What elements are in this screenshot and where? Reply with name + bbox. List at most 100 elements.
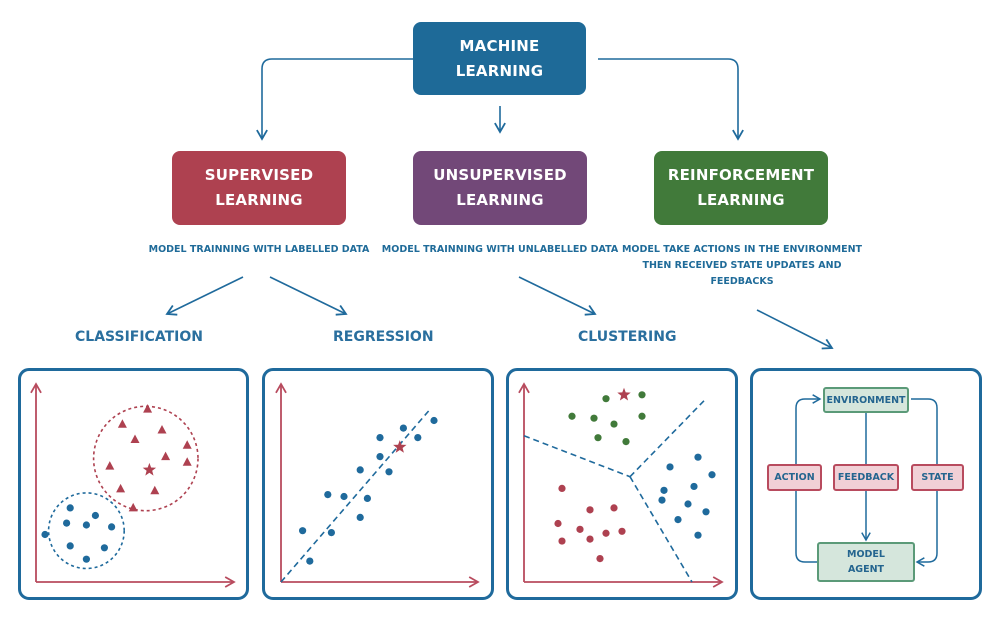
environment-box: ENVIRONMENT: [823, 387, 909, 413]
arrow-to-reinforcement-panel: [756, 309, 834, 350]
cluster-red-point: [558, 537, 566, 545]
arrow-to-clustering: [518, 276, 597, 316]
class-a-point: [100, 544, 108, 552]
samples-point: [340, 492, 348, 501]
cluster-red-point: [576, 525, 584, 533]
supervised-learning-box: SUPERVISED LEARNING: [172, 151, 346, 225]
samples-point: [399, 424, 407, 432]
class-a-point: [82, 555, 90, 563]
cluster-green-point: [610, 420, 618, 428]
class-b-point: [116, 483, 126, 493]
cluster-red-point: [558, 484, 566, 492]
samples-point: [363, 494, 371, 502]
cluster-red-point: [618, 527, 626, 535]
reinforcement-description: MODEL TAKE ACTIONS IN THE ENVIRONMENT TH…: [620, 242, 864, 290]
state-box: STATE: [911, 464, 964, 491]
arrow-to-regression: [269, 276, 348, 316]
cluster-blue-point: [694, 453, 702, 461]
reinforcement-title-line1: REINFORCEMENT: [667, 166, 815, 184]
model-agent-box: MODEL AGENT: [817, 542, 915, 582]
samples-point: [356, 466, 364, 474]
cluster-blue-point: [666, 463, 674, 471]
cluster-blue-point: [684, 500, 692, 508]
class-b-point: [130, 434, 140, 443]
cluster-red-point: [602, 529, 610, 537]
class-a-point: [82, 521, 90, 529]
arrow-to-supervised: [256, 58, 413, 141]
classification-panel: [18, 368, 249, 600]
samples-point: [327, 529, 335, 537]
class-a-point: [66, 504, 74, 512]
cluster-green-point: [638, 412, 646, 420]
class-b-point: [128, 502, 138, 512]
cluster-green-point: [590, 414, 598, 422]
cluster-red-point: [596, 555, 604, 563]
unsupervised-description: MODEL TRAINNING WITH UNLABELLED DATA: [381, 244, 619, 255]
reinforcement-description-line3: FEEDBACKS: [710, 276, 774, 287]
class-a-point: [63, 519, 71, 527]
cluster-red-point: [554, 519, 562, 528]
prediction-star: [393, 440, 407, 453]
machine-learning-box: MACHINE LEARNING: [413, 22, 586, 95]
regression-label: REGRESSION: [333, 329, 434, 345]
cluster-red-point: [610, 504, 618, 512]
samples-point: [299, 527, 307, 535]
arrow-to-reinforcement: [598, 58, 744, 141]
query-star: [142, 462, 157, 476]
supervised-description: MODEL TRAINNING WITH LABELLED DATA: [148, 244, 370, 255]
cluster-red-point: [586, 535, 594, 543]
cluster-blue-point: [674, 516, 682, 524]
class-b-point: [182, 457, 192, 466]
class-b-point: [161, 451, 171, 461]
reinforcement-description-line2: THEN RECEIVED STATE UPDATES AND: [642, 260, 842, 271]
reinforcement-learning-box: REINFORCEMENT LEARNING: [654, 151, 828, 225]
class-a-point: [91, 511, 99, 520]
reinforcement-description-line1: MODEL TAKE ACTIONS IN THE ENVIRONMENT: [621, 244, 863, 255]
regression-line: [280, 410, 430, 583]
cluster-blue-point: [660, 486, 668, 494]
action-box: ACTION: [767, 464, 822, 491]
cluster-green-point: [594, 434, 602, 442]
class-b-point: [182, 440, 192, 449]
centroid-star: [617, 387, 631, 401]
class-a-boundary: [47, 492, 126, 570]
feedback-box: FEEDBACK: [833, 464, 899, 491]
classification-label: CLASSIFICATION: [75, 329, 203, 345]
unsupervised-learning-box: UNSUPERVISED LEARNING: [413, 151, 587, 225]
class-a-point: [41, 530, 49, 539]
agent-line2: AGENT: [847, 564, 885, 575]
regression-panel: [262, 368, 494, 600]
cluster-blue-point: [658, 496, 666, 504]
cluster-blue-point: [708, 471, 716, 479]
cluster-green-point: [638, 391, 646, 399]
supervised-title-line1: SUPERVISED: [204, 166, 314, 184]
root-title-line2: LEARNING: [455, 61, 544, 80]
samples-point: [430, 416, 438, 425]
cluster-red-point: [586, 506, 594, 514]
class-b-point: [157, 425, 167, 434]
supervised-title-line2: LEARNING: [215, 191, 303, 209]
reinforcement-title-line2: LEARNING: [697, 191, 785, 209]
cluster-green-point: [602, 395, 610, 403]
root-title-line1: MACHINE: [459, 36, 540, 55]
cluster-boundary: [629, 398, 707, 478]
samples-point: [306, 557, 314, 565]
class-b-boundary: [92, 405, 199, 512]
cluster-green-point: [568, 412, 576, 420]
class-b-point: [143, 404, 153, 413]
class-b-point: [105, 461, 115, 470]
cluster-blue-point: [702, 508, 710, 516]
class-b-point: [150, 485, 160, 495]
samples-point: [376, 434, 384, 442]
cluster-boundary: [523, 435, 631, 478]
samples-point: [385, 468, 393, 476]
samples-point: [356, 513, 364, 522]
class-a-point: [66, 542, 74, 550]
samples-point: [324, 491, 332, 499]
clustering-label: CLUSTERING: [578, 329, 677, 345]
agent-line1: MODEL: [847, 549, 885, 560]
samples-point: [414, 434, 422, 442]
